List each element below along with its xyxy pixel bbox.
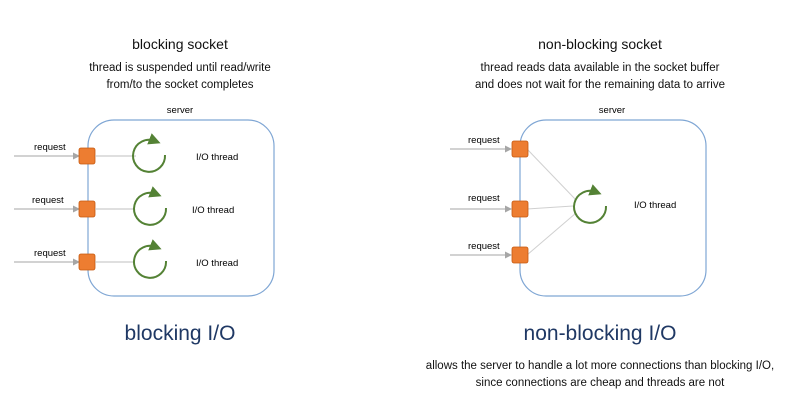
left-title: blocking socket: [132, 36, 228, 52]
thread-circle-icon: [132, 133, 167, 173]
left-diagram: server request I/O thread request I/O th…: [14, 105, 275, 297]
left-caption: blocking I/O: [124, 322, 236, 345]
request-label: request: [34, 248, 66, 259]
request-label: request: [34, 142, 66, 153]
left-description-line2: from/to the socket completes: [106, 79, 254, 91]
thread-label: I/O thread: [192, 205, 234, 216]
left-connection-3: request I/O thread: [14, 239, 238, 279]
thread-circle-icon: [133, 239, 168, 279]
socket-square: [78, 253, 96, 271]
right-note-line2: since connections are cheap and threads …: [475, 377, 725, 389]
socket-square: [78, 200, 96, 218]
right-title: non-blocking socket: [538, 36, 662, 52]
left-connection-2: request I/O thread: [14, 186, 234, 226]
thread-circle-icon: [133, 186, 168, 226]
request-label: request: [468, 193, 500, 204]
socket-square: [511, 140, 529, 158]
left-server-box: [87, 119, 275, 297]
socket-thread-link: [526, 212, 577, 256]
thread-label: I/O thread: [196, 258, 238, 269]
left-description: thread is suspended until read/write fro…: [40, 60, 320, 94]
right-caption: non-blocking I/O: [523, 322, 677, 345]
socket-thread-link: [526, 205, 574, 210]
socket-thread-link: [526, 148, 577, 201]
left-server-label: server: [167, 105, 193, 116]
right-description: thread reads data available in the socke…: [440, 60, 760, 94]
socket-square: [78, 147, 96, 165]
right-note: allows the server to handle a lot more c…: [420, 358, 780, 392]
thread-label: I/O thread: [196, 152, 238, 163]
right-description-line2: and does not wait for the remaining data…: [475, 79, 725, 91]
left-connection-1: request I/O thread: [14, 133, 238, 173]
thread-circle-icon: [573, 184, 608, 224]
request-label: request: [32, 195, 64, 206]
right-note-line1: allows the server to handle a lot more c…: [425, 360, 775, 372]
socket-square: [511, 200, 529, 218]
left-description-line1: thread is suspended until read/write: [89, 62, 271, 74]
right-connection-3: request: [450, 241, 529, 264]
right-diagram: server request request request I/O threa…: [450, 105, 707, 297]
socket-square: [511, 246, 529, 264]
thread-label: I/O thread: [634, 200, 676, 211]
right-server-label: server: [599, 105, 625, 116]
request-label: request: [468, 241, 500, 252]
right-connection-2: request: [450, 193, 529, 218]
right-connection-1: request: [450, 135, 529, 158]
request-label: request: [468, 135, 500, 146]
right-description-line1: thread reads data available in the socke…: [480, 62, 720, 74]
